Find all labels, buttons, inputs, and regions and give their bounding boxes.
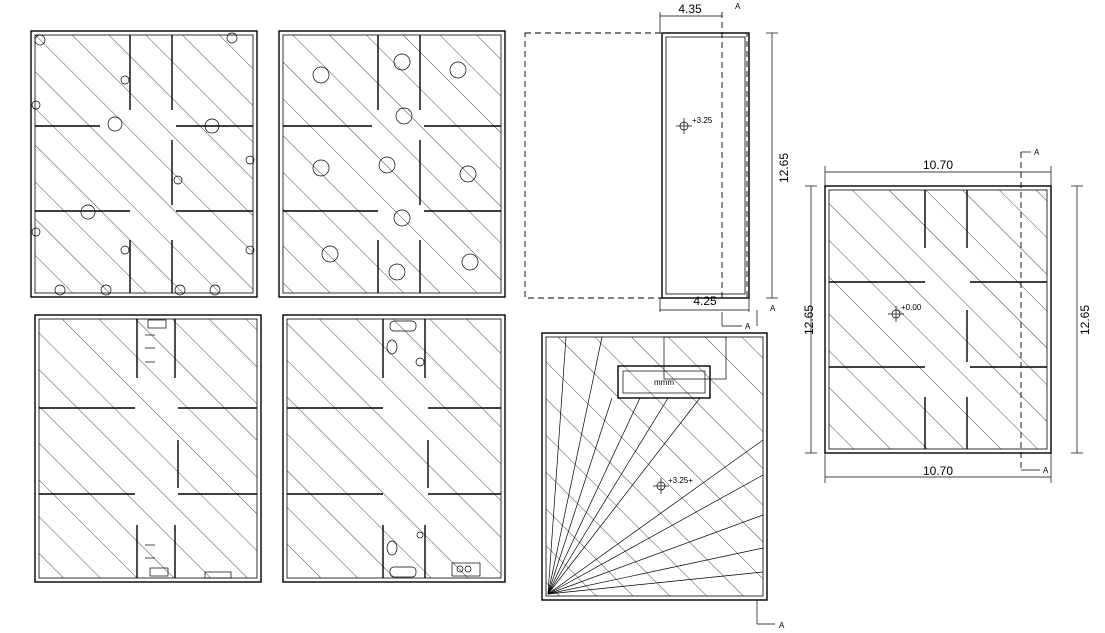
dim-plan-top-width: 10.70 bbox=[923, 158, 953, 172]
level-marker-icon bbox=[888, 306, 904, 322]
bathtub-icon bbox=[389, 320, 417, 578]
level-marker-icon bbox=[653, 478, 669, 494]
dim-plan-left-height: 12.65 bbox=[802, 305, 816, 335]
section-mark-a: A bbox=[770, 304, 776, 313]
dim-top-width: 4.35 bbox=[678, 2, 702, 16]
roof-plan-upper: 4.35 A 4.25 A A 12.65 +3.25 bbox=[524, 2, 791, 331]
roof-plan-slopes: mmm +3.25+ A bbox=[541, 332, 785, 630]
ceiling-light-icon bbox=[312, 53, 479, 281]
plan-plumbing-left bbox=[34, 314, 262, 583]
dim-roof-height: 12.65 bbox=[777, 153, 791, 183]
section-mark-a: A bbox=[779, 621, 785, 630]
pipe-fittings-icon bbox=[145, 319, 232, 579]
dim-plan-right-height: 12.65 bbox=[1078, 305, 1092, 335]
ground-level-label: +0.00 bbox=[901, 303, 922, 312]
tank-label: mmm bbox=[654, 378, 674, 387]
light-fixture-icon bbox=[31, 32, 255, 296]
kitchen-sink-icon bbox=[451, 562, 481, 577]
section-mark-a: A bbox=[735, 2, 741, 11]
roof-level-label: +3.25 bbox=[692, 116, 713, 125]
level-marker-icon bbox=[676, 118, 692, 134]
slope-lines bbox=[547, 336, 764, 595]
slope-level-label: +3.25+ bbox=[668, 476, 693, 485]
plan-sanitary bbox=[282, 314, 506, 583]
section-mark-a: A bbox=[1043, 466, 1049, 475]
toilet-icon bbox=[386, 339, 425, 556]
section-mark-a: A bbox=[1034, 148, 1040, 157]
plan-electrical-sockets bbox=[30, 30, 258, 298]
plan-ground-floor: A A 10.70 10.70 12.65 12.65 +0.00 bbox=[802, 148, 1092, 483]
dim-plan-bottom-width: 10.70 bbox=[923, 464, 953, 478]
dim-bottom-width: 4.25 bbox=[693, 294, 717, 308]
section-mark-a: A bbox=[745, 322, 751, 331]
plan-lighting bbox=[278, 30, 506, 298]
